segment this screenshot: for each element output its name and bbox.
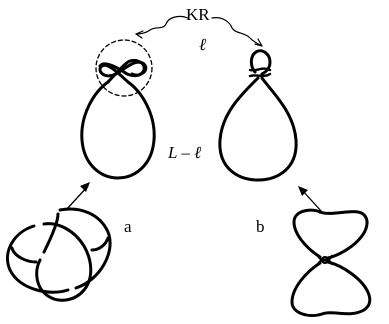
kr-pointer-right-arrowhead [254,38,263,47]
bowtie-knot [290,208,372,317]
kr-pointer-left-arrowhead [135,30,144,39]
loop-length-label: L – ℓ [167,143,201,162]
panel-b-label: b [256,217,265,236]
tight-knot-a-lobe-right [98,58,146,84]
ell-label: ℓ [199,35,206,54]
kr-pointer-left [135,15,189,35]
arrow-a-head [80,182,90,192]
arrow-b-head [298,186,308,196]
knot-region-circle [95,39,153,97]
kr-pointer-right [211,17,263,47]
panel-a-label: a [124,217,132,236]
kr-label: KR [186,5,210,24]
tight-knot-b-loop [218,76,298,182]
trefoil-knot [6,207,112,302]
tight-knot-a-loop [80,80,156,180]
arrow-b [301,189,323,213]
tight-knot-b-crossing [248,67,272,78]
